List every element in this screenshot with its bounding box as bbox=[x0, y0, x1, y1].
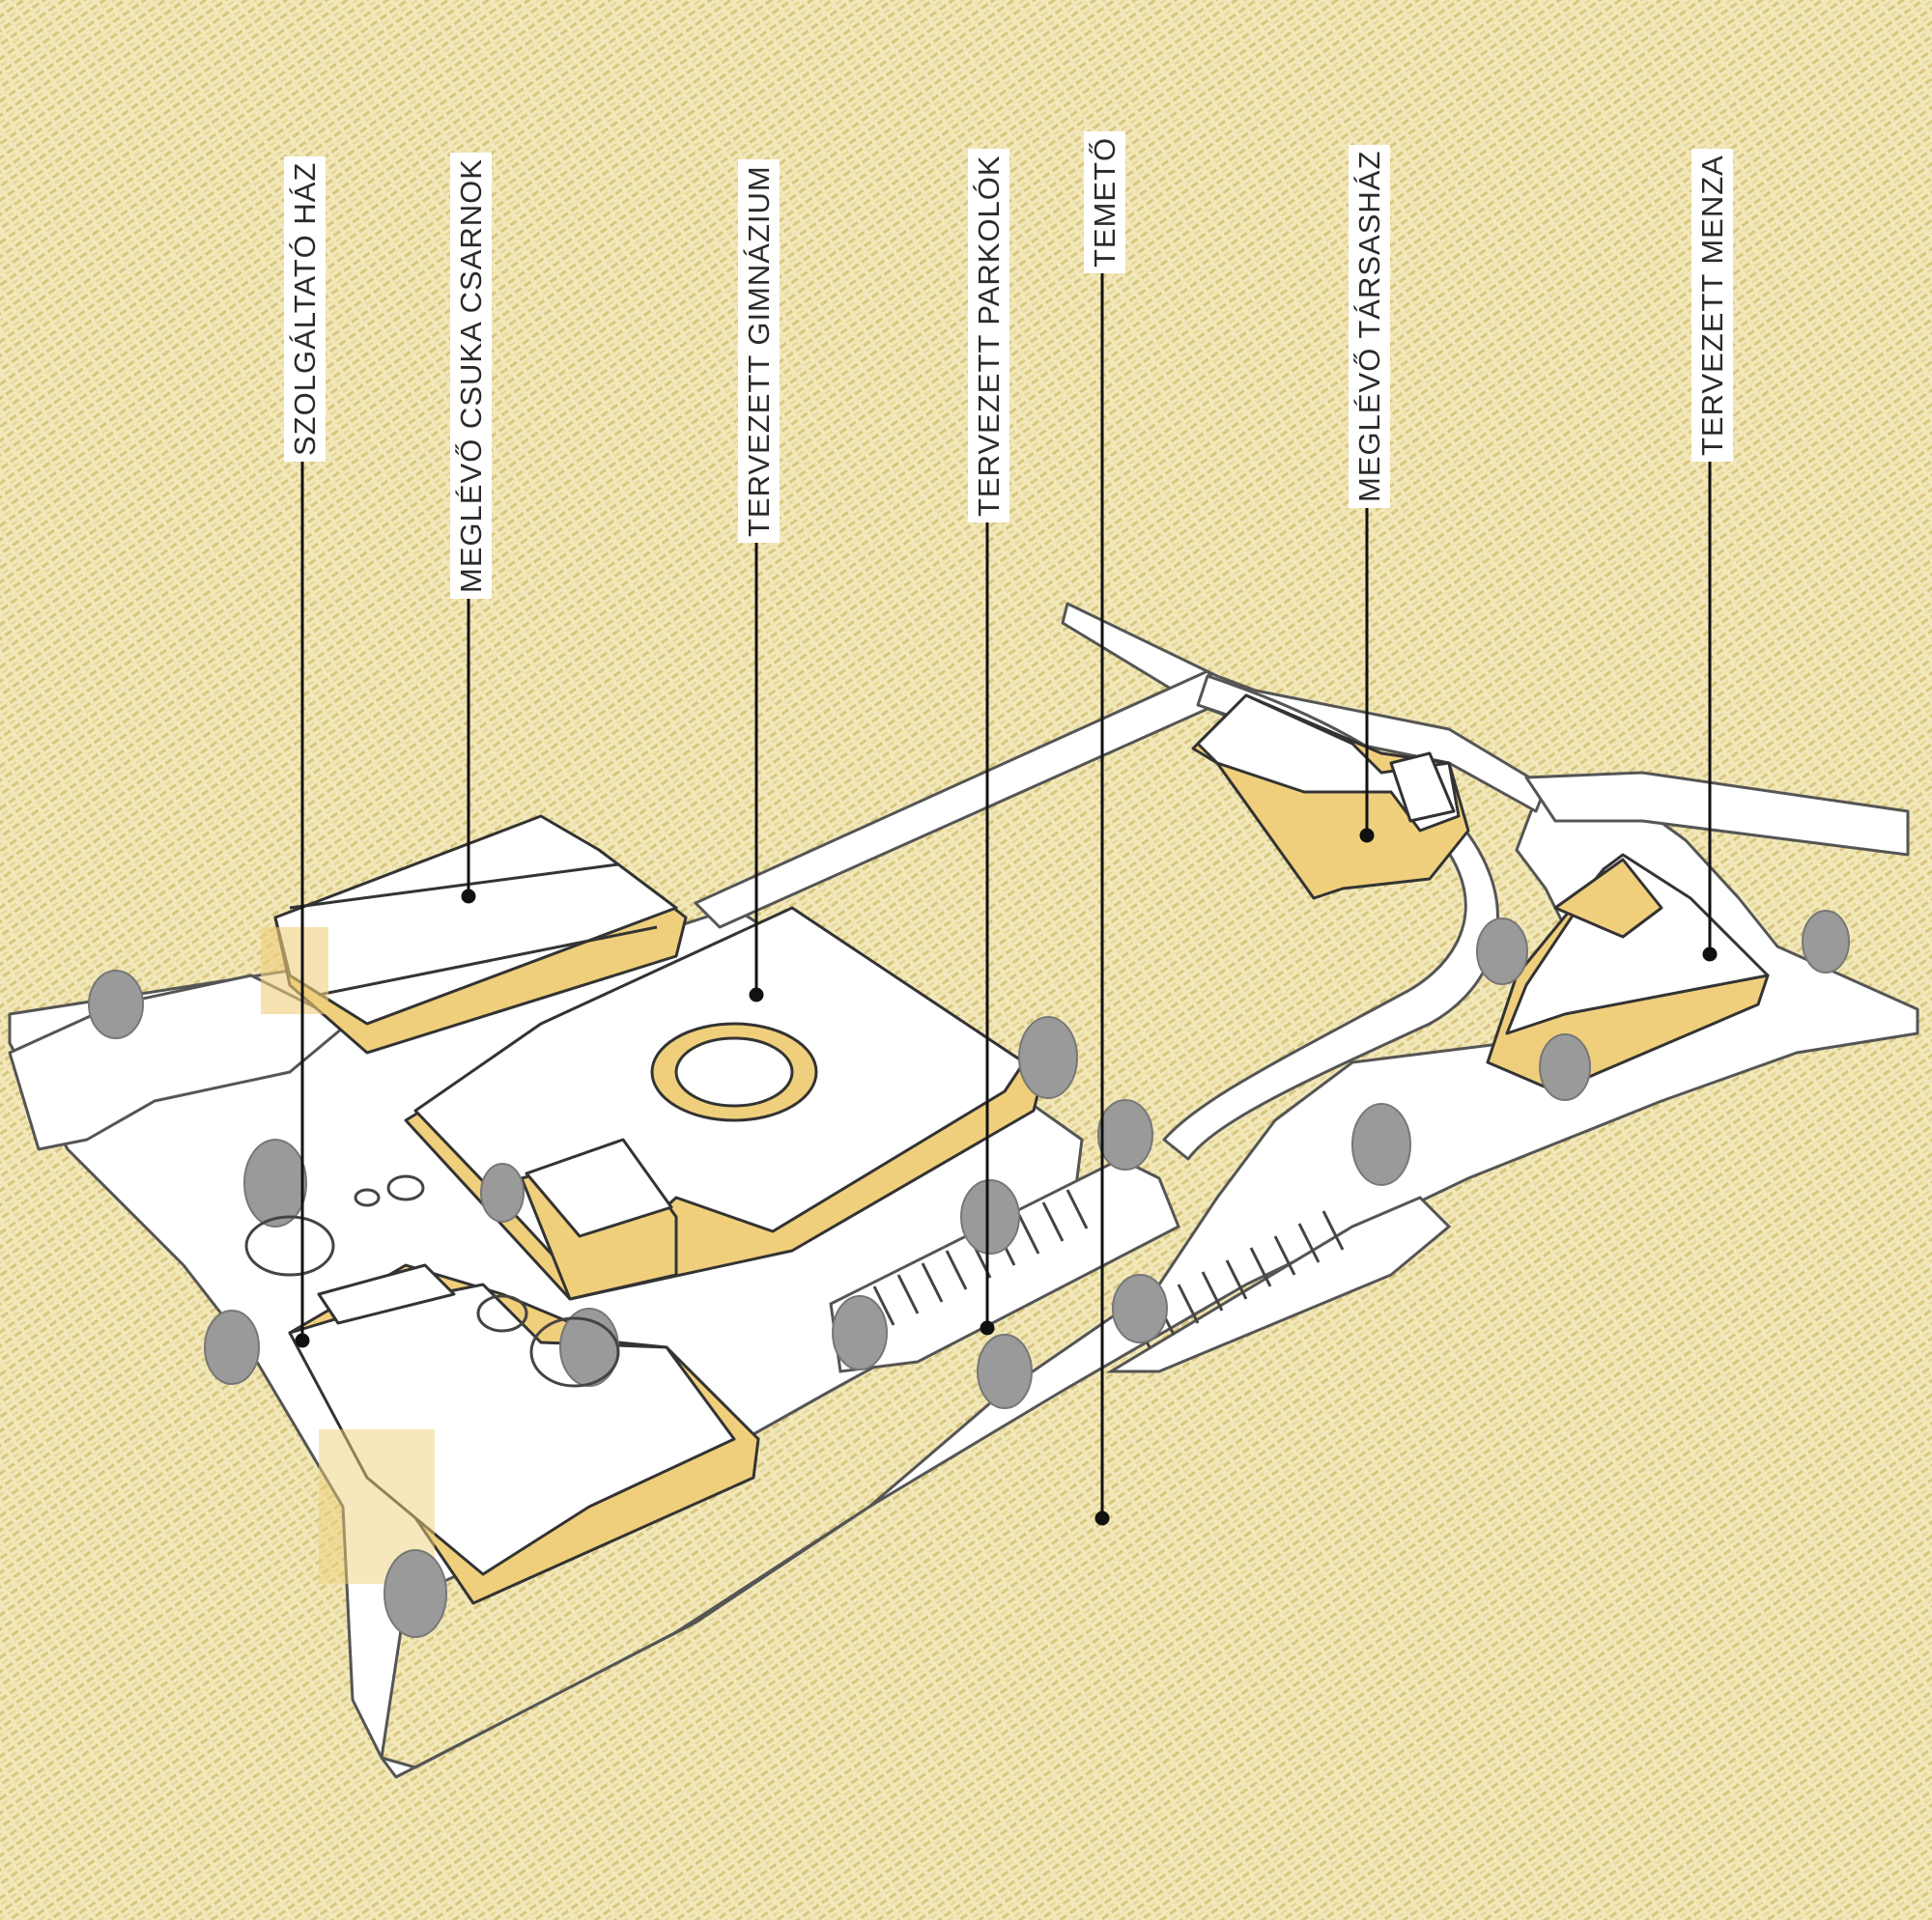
east-road bbox=[1524, 771, 1910, 857]
leader-lines bbox=[295, 270, 1718, 1526]
apartment-building bbox=[1191, 693, 1470, 900]
csuka-hall-building bbox=[261, 814, 688, 1055]
label-temeto: TEMETŐ bbox=[1084, 130, 1125, 273]
courtyard-features bbox=[244, 1174, 620, 1388]
label-meglevo-tarsashaz: MEGLÉVŐ TÁRSASHÁZ bbox=[1349, 144, 1390, 508]
service-house-building bbox=[288, 1263, 760, 1605]
gymnasium-building bbox=[404, 906, 1045, 1301]
label-szolgaltato-haz: SZOLGÁLTATÓ HÁZ bbox=[284, 155, 326, 462]
label-tervezett-menza: TERVEZETT MENZA bbox=[1691, 149, 1733, 462]
trees bbox=[88, 910, 1850, 1638]
buildings bbox=[261, 693, 1770, 1605]
label-tervezett-gimnazium: TERVEZETT GIMNÁZIUM bbox=[738, 159, 780, 543]
north-road bbox=[1061, 602, 1548, 813]
label-tervezett-parkolok: TERVEZETT PARKOLÓK bbox=[968, 149, 1009, 522]
label-meglevo-csuka-csarnok: MEGLÉVŐ CSUKA CSARNOK bbox=[450, 153, 492, 599]
